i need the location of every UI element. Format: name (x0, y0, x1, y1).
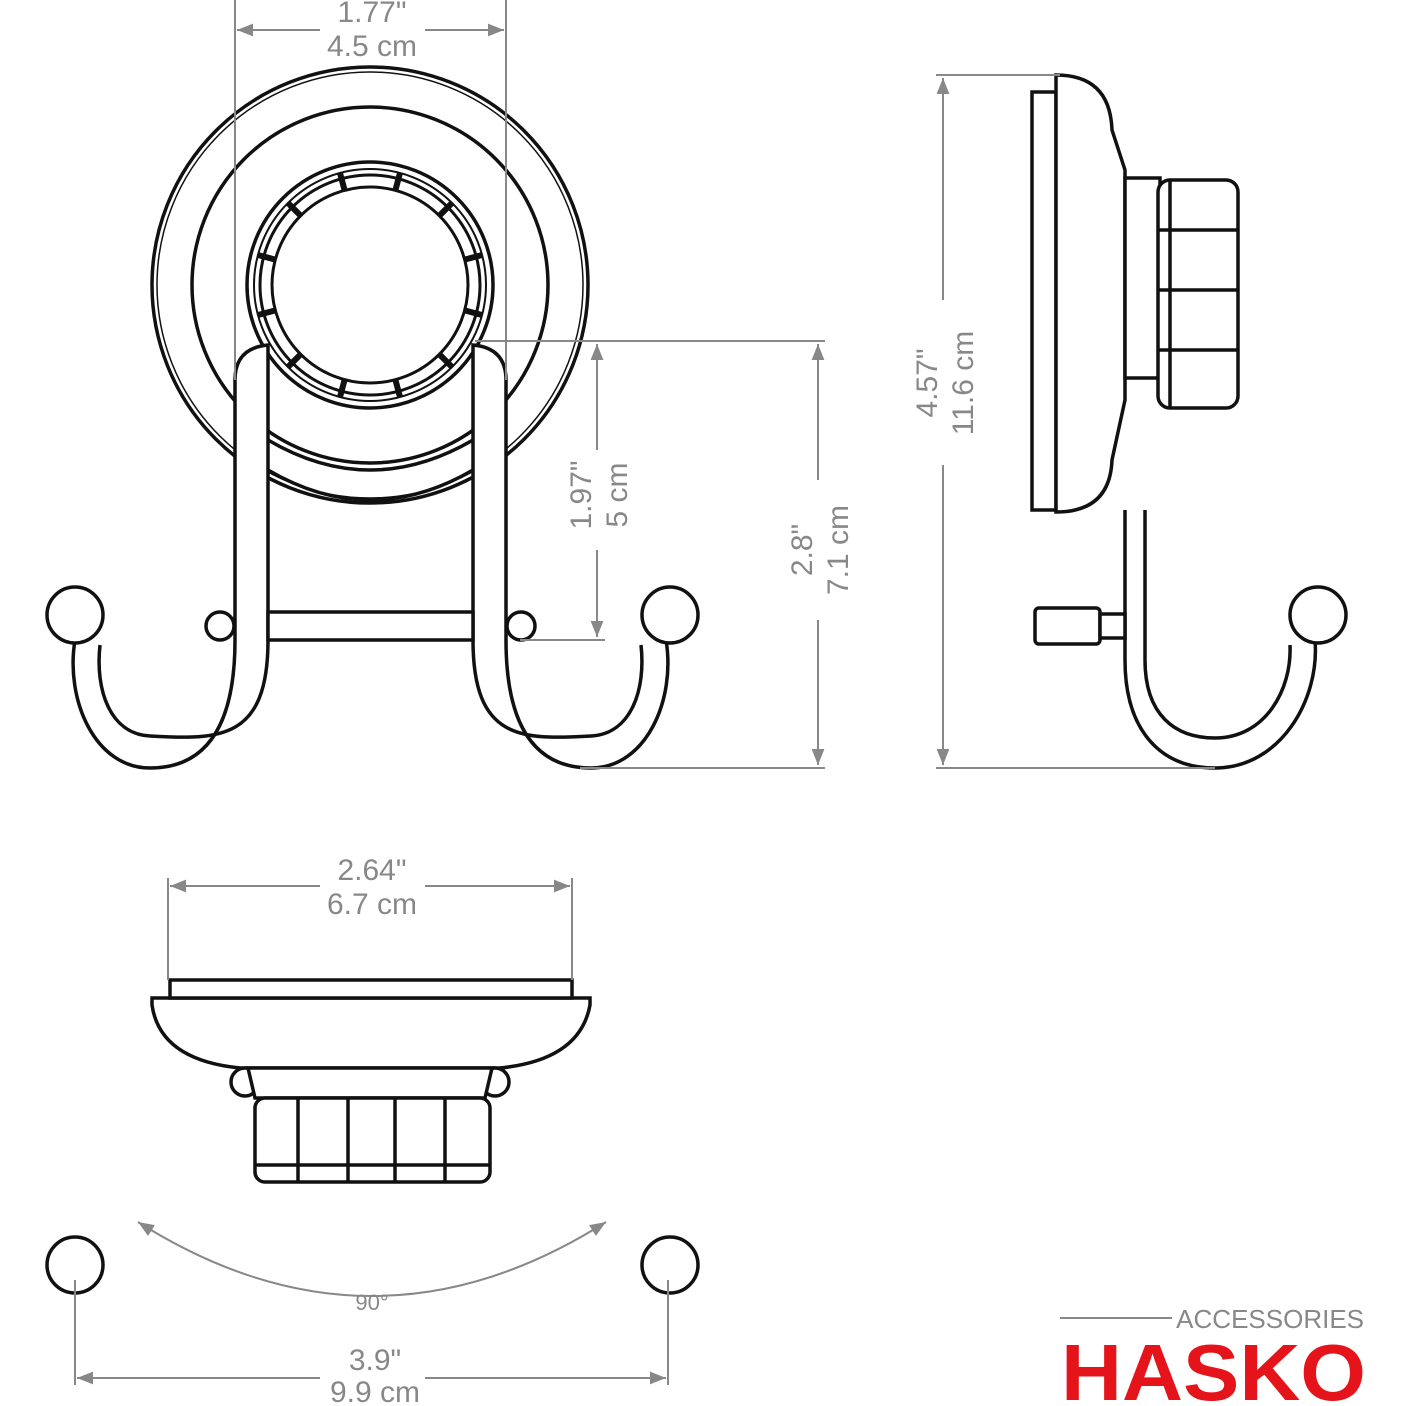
dimension-hook-drop: 1.97" 5 cm (475, 340, 825, 641)
dim-label-in: 2.8" (786, 524, 819, 576)
knob-tooth (337, 378, 348, 398)
angle-label: 90° (355, 1290, 388, 1315)
knob-tooth (437, 352, 455, 370)
knob-tooth (463, 307, 483, 318)
dim-label-in: 1.77" (337, 0, 406, 29)
dim-label-in: 2.64" (337, 854, 406, 887)
knob-tooth (285, 352, 303, 370)
dim-label-in: 1.97" (565, 460, 598, 529)
dim-label-in: 3.9" (349, 1344, 401, 1377)
dimension-total-height: 4.57" 11.6 cm (911, 74, 1215, 769)
dim-label-cm: 6.7 cm (327, 888, 417, 921)
dim-label-cm: 9.9 cm (330, 1376, 420, 1406)
bottom-view (45, 978, 700, 1295)
side-view (1030, 73, 1348, 770)
dimension-hook-height: 2.8" 7.1 cm (580, 344, 855, 769)
front-view (45, 65, 700, 770)
knob-tooth (437, 200, 455, 218)
knob-tooth (463, 252, 483, 263)
knob-tooth (257, 307, 277, 318)
knob-tooth (337, 172, 348, 192)
dimension-plate-width: 2.64" 6.7 cm (167, 854, 573, 980)
brand-logo: ACCESSORIES HASKO (1060, 1304, 1366, 1406)
brand-name: HASKO (1061, 1328, 1366, 1406)
dim-label-cm: 7.1 cm (822, 505, 855, 595)
dimension-total-width: 3.9" 9.9 cm (74, 1280, 669, 1406)
dim-label-cm: 5 cm (601, 462, 634, 527)
knob-tooth (392, 378, 403, 398)
dim-label-in: 4.57" (911, 348, 944, 417)
dim-label-cm: 4.5 cm (327, 30, 417, 63)
dim-label-cm: 11.6 cm (947, 331, 980, 436)
knob-tooth (257, 252, 277, 263)
knob-tooth (392, 172, 403, 192)
brand-tagline: ACCESSORIES (1176, 1304, 1364, 1334)
knob-tooth (285, 200, 303, 218)
dimension-knob-width: 1.77" 4.5 cm (234, 0, 507, 380)
dimension-angle: 90° (137, 1221, 607, 1315)
